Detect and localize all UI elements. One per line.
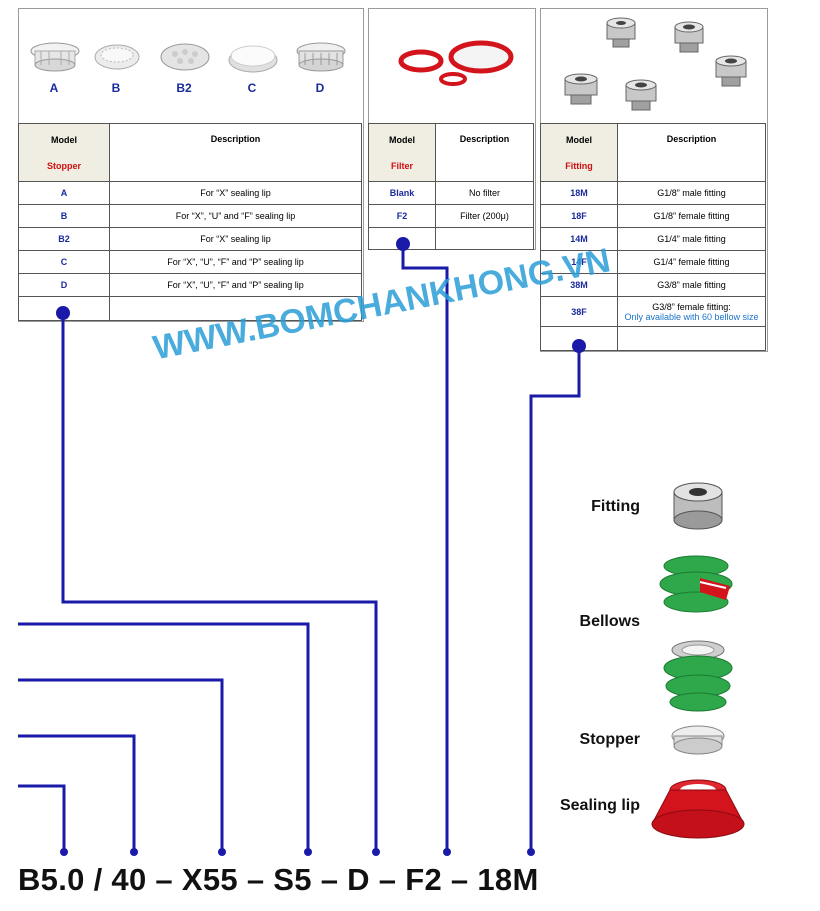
stopper-code: B2 bbox=[18, 227, 110, 251]
fitting-description-header: Description bbox=[617, 123, 766, 182]
fitting-code: 38M bbox=[540, 273, 618, 297]
fitting-model-header: Model Fitting bbox=[540, 123, 618, 182]
sealing-lip-label: Sealing lip bbox=[559, 797, 640, 814]
fitting-desc: G3/8” male fitting bbox=[617, 273, 766, 297]
fitting-note: Only available with 60 bellow size bbox=[624, 311, 759, 322]
fitting-code: 14F bbox=[540, 250, 618, 274]
fitting-image-1 bbox=[606, 17, 636, 48]
fitting-code: 38F bbox=[540, 296, 618, 327]
filter-connector-dot bbox=[396, 237, 410, 251]
stopper-variant-b: B bbox=[111, 81, 121, 95]
stopper-images bbox=[30, 42, 346, 73]
stopper-c-image bbox=[228, 45, 278, 73]
filter-model-header: Model Filter bbox=[368, 123, 436, 182]
bellows-image bbox=[663, 640, 733, 712]
fitting-label: Fitting bbox=[591, 498, 640, 515]
stopper-code: D bbox=[18, 273, 110, 297]
stopper-part-image bbox=[671, 725, 725, 755]
filter-rings-image bbox=[398, 40, 514, 86]
stopper-b2-image bbox=[160, 43, 210, 71]
fitting-image-5 bbox=[564, 73, 598, 105]
fitting-code: 18F bbox=[540, 204, 618, 228]
stopper-desc: For “X”, “U” and “F” sealing lip bbox=[109, 204, 362, 228]
stopper-label: Stopper bbox=[579, 731, 640, 748]
sealing-lip-image bbox=[651, 779, 745, 839]
bellows-label: Bellows bbox=[579, 613, 640, 630]
fitting-images bbox=[564, 17, 747, 111]
product-code: B5.0 / 40 – X55 – S5 – D – F2 – 18M bbox=[18, 862, 539, 897]
fitting-image-2 bbox=[674, 21, 704, 53]
stopper-model-header: Model Stopper bbox=[18, 123, 110, 182]
stopper-variant-a: A bbox=[49, 81, 59, 95]
stopper-a-image bbox=[30, 42, 80, 72]
fitting-desc: G1/4” male fitting bbox=[617, 227, 766, 251]
stopper-variant-b2: B2 bbox=[176, 81, 192, 95]
fitting-image-3 bbox=[715, 55, 747, 87]
stopper-description-header: Description bbox=[109, 123, 362, 182]
filter-description-header: Description bbox=[435, 123, 534, 182]
stopper-variant-d: D bbox=[315, 81, 325, 95]
stopper-code: A bbox=[18, 181, 110, 205]
fitting-image-4 bbox=[625, 79, 657, 111]
filter-code: F2 bbox=[368, 204, 436, 228]
stopper-variant-c: C bbox=[247, 81, 257, 95]
fitting-code: 14M bbox=[540, 227, 618, 251]
stopper-b-image bbox=[94, 44, 140, 70]
stopper-connector-dot bbox=[56, 306, 70, 320]
fitting-part-image bbox=[673, 482, 723, 530]
stopper-d-image bbox=[296, 42, 346, 72]
fitting-connector-dot bbox=[572, 339, 586, 353]
fitting-code: 18M bbox=[540, 181, 618, 205]
bellows-cutaway-image bbox=[659, 555, 733, 613]
